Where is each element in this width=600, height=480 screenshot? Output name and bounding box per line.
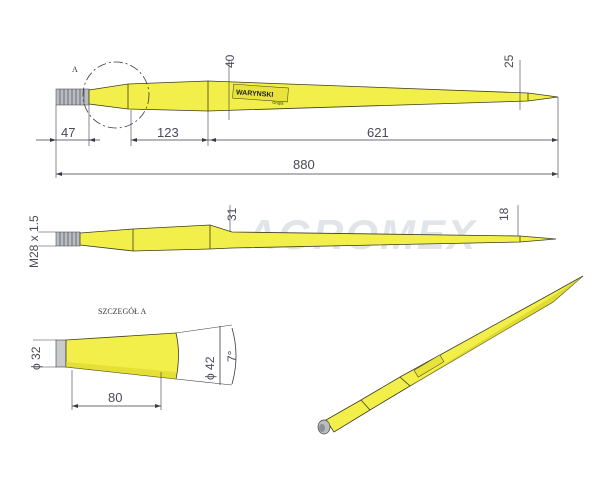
- detail-title: SZCZEGÓŁ A: [98, 306, 146, 316]
- top-view: WARYNSKI Grupa A 47 123 621 880: [36, 54, 559, 178]
- side-view: AGROMEX M28 x 1.5 31 18: [27, 205, 557, 268]
- dia-32: ϕ 32: [29, 346, 43, 370]
- iso-brand-plate: [413, 354, 445, 378]
- dim-40: 40: [223, 54, 237, 68]
- thread-label: M28 x 1.5: [27, 215, 41, 268]
- brand-label: WARYNSKI: [236, 89, 274, 99]
- detail-thread-face: [55, 339, 67, 368]
- dim-621: 621: [367, 125, 389, 140]
- detail-marker: A: [72, 65, 78, 74]
- dim-880: 880: [293, 157, 315, 172]
- angle-7: 7°: [225, 350, 239, 362]
- side-tine-body: [79, 224, 557, 252]
- dim-47: 47: [61, 125, 75, 140]
- dia-42: ϕ 42: [203, 356, 217, 380]
- isometric-view: [317, 275, 584, 435]
- top-tine-body: [88, 80, 559, 112]
- dim-25: 25: [502, 54, 516, 68]
- dim-80: 80: [108, 390, 122, 405]
- detail-circle: [82, 61, 150, 129]
- iso-tine-body: [325, 275, 584, 433]
- brand-sub-label: Grupa: [272, 100, 284, 106]
- detail-a: SZCZEGÓŁ A ϕ 32 ϕ 42 7° 80: [29, 306, 239, 410]
- brand-plate: [232, 83, 289, 103]
- dim-31: 31: [225, 207, 239, 221]
- dim-18: 18: [497, 207, 511, 221]
- dim-123: 123: [157, 125, 179, 140]
